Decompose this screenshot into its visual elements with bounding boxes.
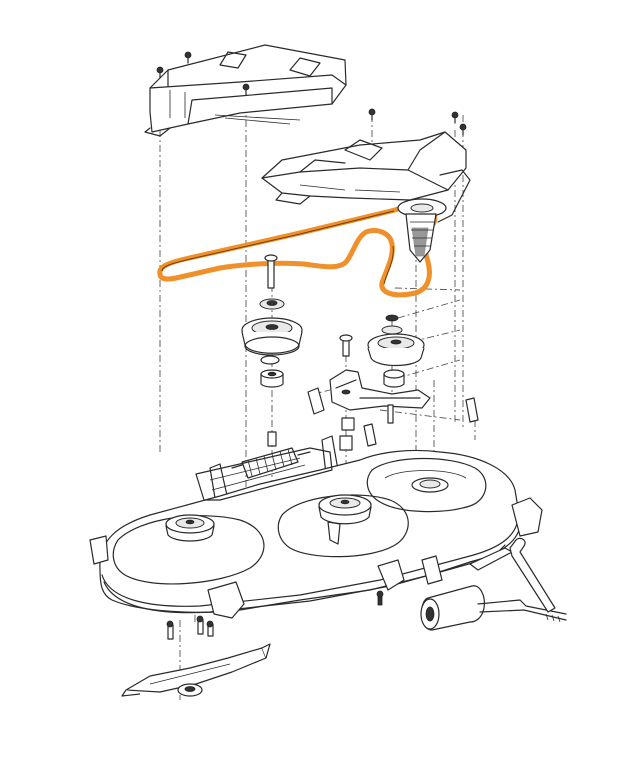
right-belt-guard	[261, 131, 471, 223]
mower-deck	[89, 447, 543, 619]
left-idler-pulley	[241, 317, 303, 388]
tension-spring	[231, 447, 311, 479]
deck-spindle-pulley-left	[165, 514, 215, 542]
mower-blade	[121, 643, 271, 697]
cover-bolts	[156, 51, 467, 136]
idler-bolt-left	[259, 254, 285, 310]
lift-link-rod	[469, 537, 556, 613]
drive-spindle-pulley	[397, 198, 447, 263]
idler-arm	[329, 369, 431, 411]
deck-belt	[157, 203, 438, 298]
deck-spindle-pulley-center	[318, 494, 372, 545]
anti-scalp-roller	[420, 585, 567, 631]
deck-hardware	[166, 590, 384, 640]
right-idler-pulley	[339, 314, 425, 388]
